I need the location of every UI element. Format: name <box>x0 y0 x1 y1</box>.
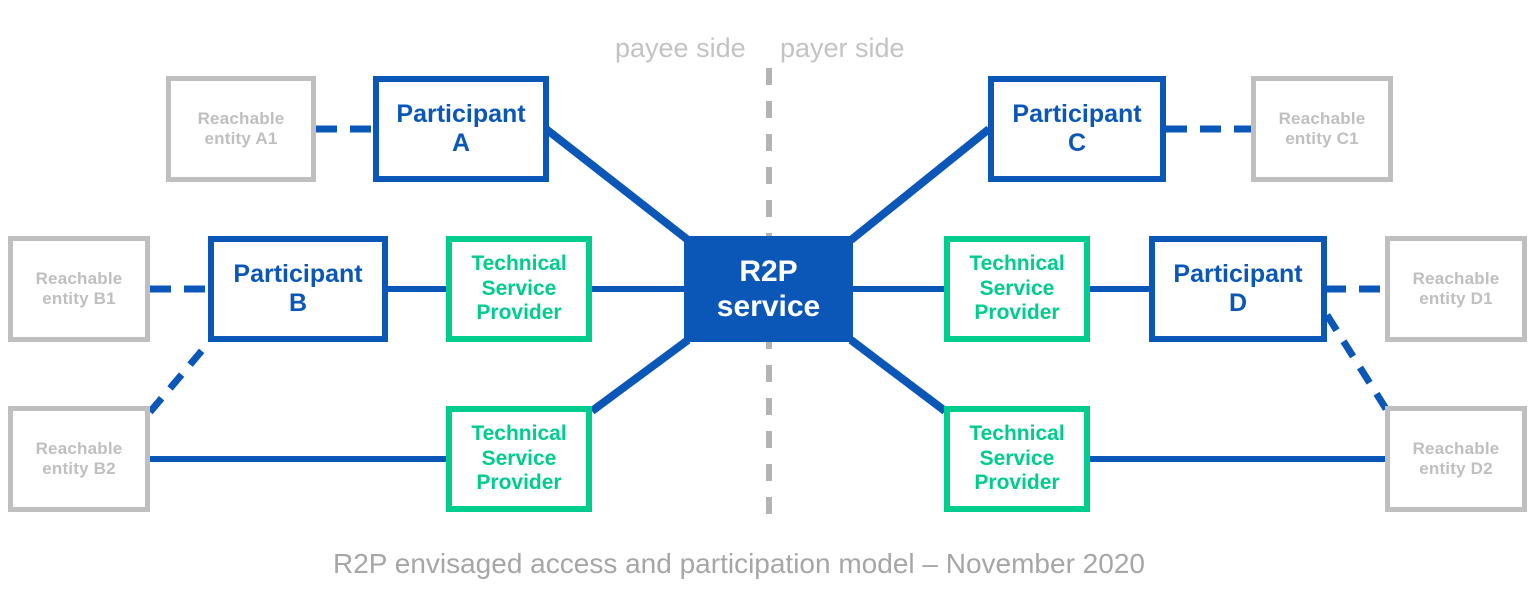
node-label: Participant A <box>396 99 526 158</box>
node-participant-c[interactable]: Participant C <box>988 76 1166 182</box>
node-reachable-entity-c1[interactable]: Reachable entity C1 <box>1251 76 1393 182</box>
node-label: Participant B <box>233 259 363 318</box>
node-participant-b[interactable]: Participant B <box>208 236 388 342</box>
node-technical-service-provider-b[interactable]: Technical Service Provider <box>446 236 592 342</box>
node-label: Technical Service Provider <box>969 421 1065 495</box>
node-reachable-entity-b2[interactable]: Reachable entity B2 <box>8 406 150 512</box>
node-reachable-entity-d2[interactable]: Reachable entity D2 <box>1385 406 1527 512</box>
node-reachable-entity-a1[interactable]: Reachable entity A1 <box>166 76 316 182</box>
label-payee-side: payee side <box>615 33 746 63</box>
node-participant-a[interactable]: Participant A <box>373 76 549 182</box>
connector-participant-d-tsp-d2 <box>1324 313 1391 414</box>
connector-hub-tsp-d2 <box>848 336 948 415</box>
node-reachable-entity-d1[interactable]: Reachable entity D1 <box>1385 236 1527 342</box>
node-label: Technical Service Provider <box>969 251 1065 325</box>
node-label: Reachable entity D2 <box>1412 438 1500 478</box>
node-participant-d[interactable]: Participant D <box>1149 236 1327 342</box>
node-label: Reachable entity C1 <box>1278 108 1366 148</box>
node-label: Reachable entity B2 <box>35 438 123 478</box>
node-label: R2P service <box>716 254 821 323</box>
node-technical-service-provider-b2[interactable]: Technical Service Provider <box>446 406 592 512</box>
node-r2p-service-hub[interactable]: R2P service <box>684 236 853 342</box>
connector-participant-a-hub <box>543 125 691 244</box>
node-technical-service-provider-d2[interactable]: Technical Service Provider <box>944 406 1090 512</box>
node-label: Participant D <box>1173 259 1303 318</box>
connector-hub-participant-c <box>848 125 992 244</box>
node-technical-service-provider-d[interactable]: Technical Service Provider <box>944 236 1090 342</box>
node-label: Participant C <box>1012 99 1142 158</box>
node-label: Technical Service Provider <box>471 421 567 495</box>
node-label: Reachable entity A1 <box>197 108 285 148</box>
connector-tsp-b2-hub <box>589 336 691 415</box>
diagram-caption: R2P envisaged access and participation m… <box>333 548 1145 579</box>
connector-entity-b2-participant-b <box>147 338 213 415</box>
node-label: Technical Service Provider <box>471 251 567 325</box>
node-label: Reachable entity B1 <box>35 268 123 308</box>
node-reachable-entity-b1[interactable]: Reachable entity B1 <box>8 236 150 342</box>
node-label: Reachable entity D1 <box>1412 268 1500 308</box>
label-payer-side: payer side <box>780 33 905 63</box>
